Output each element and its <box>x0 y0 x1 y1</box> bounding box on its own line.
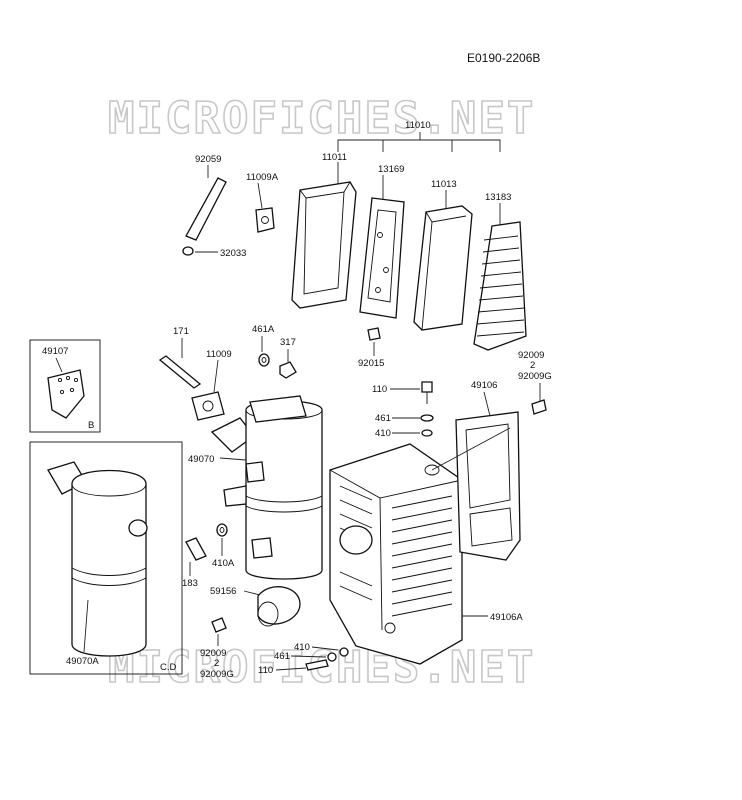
label-11010: 11010 <box>405 120 431 131</box>
label-49106A: 49106A <box>490 612 523 623</box>
label-92059: 92059 <box>195 154 221 165</box>
label-11009A: 11009A <box>246 172 279 183</box>
gasket-small: 11009A <box>246 172 279 233</box>
label-92009G-top: 92009G <box>518 371 552 382</box>
label-110-bottom: 110 <box>258 665 273 676</box>
inset-cd-tag: C.D <box>160 662 177 673</box>
bolt-stack-bottom: 410 461 110 <box>258 642 349 676</box>
label-410-top: 410 <box>375 428 391 439</box>
gasket-11009: 11009 <box>191 349 232 421</box>
label-92009G-bottom: 92009G <box>200 669 234 680</box>
screw-92009-bottom: 92009 2 92009G <box>200 617 234 680</box>
label-92009-bottom: 92009 <box>200 648 226 659</box>
label-49107: 49107 <box>42 346 68 357</box>
pleated-element <box>473 221 527 351</box>
label-59156: 59156 <box>210 586 236 597</box>
label-11013: 11013 <box>431 179 457 190</box>
label-461-top: 461 <box>375 413 391 424</box>
air-cleaner-bracket: 11010 11011 13169 11013 13183 <box>322 120 511 228</box>
label-11011: 11011 <box>322 152 347 163</box>
label-461A: 461A <box>252 324 275 335</box>
spark-arrester: 59156 <box>210 586 301 627</box>
label-183: 183 <box>182 578 198 589</box>
diagram-code: E0190-2206B <box>467 51 540 65</box>
label-49106: 49106 <box>471 380 497 391</box>
label-13169: 13169 <box>378 164 404 175</box>
label-110-top: 110 <box>372 384 387 395</box>
label-49070: 49070 <box>188 454 214 465</box>
label-92015: 92015 <box>358 358 384 369</box>
label-171: 171 <box>173 326 189 337</box>
air-filter-element <box>413 205 473 331</box>
air-cleaner-case <box>291 181 357 309</box>
gasket <box>359 197 405 319</box>
label-49070A: 49070A <box>66 656 99 667</box>
bolt-183: 183 <box>182 537 207 589</box>
nut-92015: 92015 <box>358 327 384 369</box>
label-410-bottom: 410 <box>294 642 310 653</box>
label-410A: 410A <box>212 558 235 569</box>
inset-cd: 49070A C.D <box>29 441 183 675</box>
hose-clamp: 32033 <box>182 246 246 259</box>
inset-b-tag: B <box>88 420 94 431</box>
watermark-top: MICROFICHES.NET <box>108 93 535 144</box>
label-461-bottom: 461 <box>274 651 290 662</box>
label-11009: 11009 <box>206 349 232 360</box>
washer-461A: 461A <box>252 324 275 367</box>
label-92009-top: 92009 <box>518 350 544 361</box>
stud-171: 171 <box>158 326 202 389</box>
nut-317: 317 <box>279 337 297 379</box>
guard-plate: 49106 <box>431 380 521 561</box>
inset-b: 49107 B <box>29 339 101 433</box>
muffler-guard: 49106A <box>329 443 523 665</box>
label-317: 317 <box>280 337 296 348</box>
label-13183: 13183 <box>485 192 511 203</box>
label-32033: 32033 <box>220 248 246 259</box>
label-92009-bottom-range: 2 <box>214 658 219 669</box>
label-92009-top-range: 2 <box>530 360 535 371</box>
washer-410A: 410A <box>212 523 235 569</box>
breather-hose: 92059 <box>185 154 227 241</box>
screw-92009-top: 92009 2 92009G <box>518 350 552 415</box>
muffler: 49070 <box>188 395 323 580</box>
bolt-stack-top: 110 461 410 <box>372 381 434 439</box>
